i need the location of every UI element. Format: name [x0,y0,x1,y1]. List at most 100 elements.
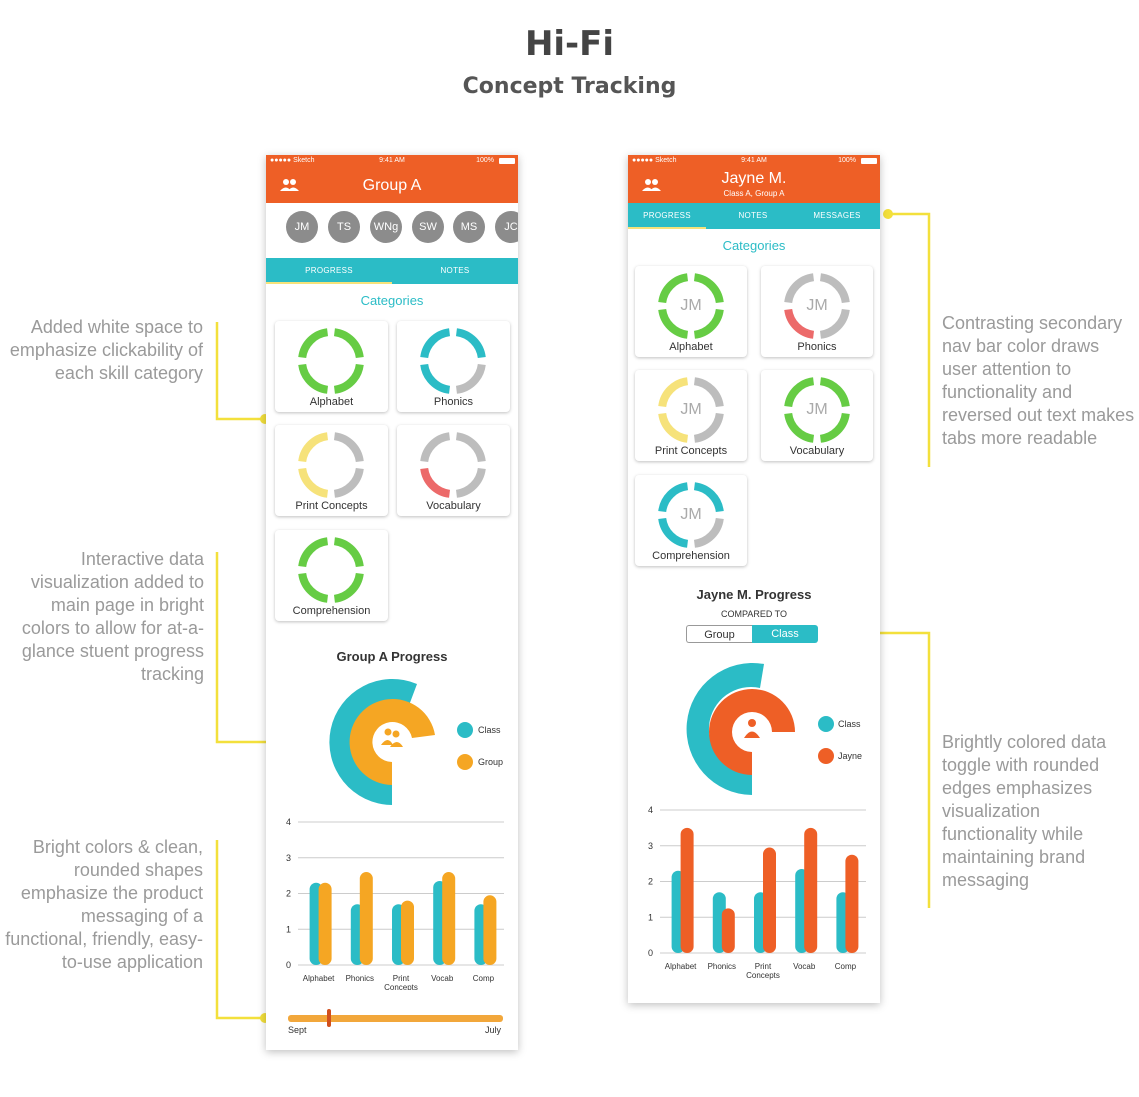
ring-segment [298,537,329,568]
avatar[interactable]: JM [286,211,318,243]
phone-student-view: ●●●●● Sketch 9:41 AM 100% Jayne M. Class… [628,155,880,1003]
header-title: Jayne M. [721,170,787,187]
ring-segment [298,572,329,603]
x-tick-label: Print [755,962,772,971]
ring-segment [658,412,689,443]
radial-arc-student [709,689,795,775]
category-card-print-concepts[interactable]: Print Concepts [275,425,388,516]
avatar[interactable]: SW [412,211,444,243]
slider-start-label: Sept [288,1025,307,1035]
battery-icon [861,158,877,164]
progress-ring [298,537,364,603]
ring-segment [658,482,689,513]
ring-segment [455,363,486,394]
x-tick-label: Alphabet [665,962,697,971]
ring-segment [455,328,486,359]
progress-title: Group A Progress [336,649,448,664]
annotation-bright-colors: Bright colors & clean, rounded shapes em… [5,837,203,972]
radial-arc-group [349,699,435,785]
avatar[interactable]: WNg [370,211,402,243]
category-card-phonics[interactable]: JM Phonics [761,266,873,357]
category-card-vocabulary[interactable]: JM Vocabulary [761,370,873,461]
category-card-alphabet[interactable]: JM Alphabet [635,266,747,357]
tab-progress[interactable]: PROGRESS [628,203,706,229]
status-bar: ●●●●● Sketch 9:41 AM 100% [628,155,880,169]
category-card-comprehension[interactable]: Comprehension [275,530,388,621]
radial-progress-chart[interactable] [686,660,816,800]
ring-segment [693,377,724,408]
legend-dot-group [457,754,473,770]
group-icon[interactable] [280,178,300,192]
radial-arc-class [329,679,417,805]
ring-segment [298,328,329,359]
ring-segment [333,328,364,359]
secondary-nav: PROGRESS NOTES [266,258,518,284]
ring-segment [298,467,329,498]
ring-segment [298,363,329,394]
ring-segment [420,363,451,394]
x-tick-label: Concepts [746,971,780,980]
bar-jayne [680,827,694,953]
carrier-label: ●●●●● Sketch [632,157,677,164]
avatar[interactable]: MS [453,211,485,243]
ring-segment [784,308,815,339]
bar-group [401,900,414,965]
tab-notes[interactable]: NOTES [440,266,470,275]
timeline-slider[interactable] [288,1015,503,1022]
ring-segment [333,572,364,603]
category-card-vocabulary[interactable]: Vocabulary [397,425,510,516]
ring-segment [693,308,724,339]
ring-segment [420,467,451,498]
annotation-whitespace: Added white space to emphasize clickabil… [9,317,203,383]
y-tick-label: 3 [286,853,291,863]
category-label: Phonics [433,396,474,408]
slider-handle[interactable] [326,1009,331,1027]
student-initials: JM [806,297,828,314]
ring-segment [784,412,815,443]
toggle-group[interactable]: Group [686,625,752,643]
annotation-data-toggle: Brightly colored data toggle with rounde… [942,732,1107,890]
category-card-phonics[interactable]: Phonics [397,321,510,412]
category-card-alphabet[interactable]: Alphabet [275,321,388,412]
ring-segment [784,377,815,408]
category-card-comprehension[interactable]: JM Comprehension [635,475,747,566]
header-subtitle: Class A, Group A [723,189,785,198]
x-tick-label: Comp [835,962,857,971]
category-label: Comprehension [292,605,371,617]
tab-messages[interactable]: MESSAGES [813,211,861,220]
tab-progress[interactable]: PROGRESS [266,258,392,284]
ring-segment [819,273,850,304]
x-tick-label: Concepts [384,983,418,990]
progress-ring [298,432,364,498]
ring-segment [333,467,364,498]
tab-notes[interactable]: NOTES [738,211,768,220]
toggle-class[interactable]: Class [752,625,818,643]
ring-segment [693,517,724,548]
category-card-print-concepts[interactable]: JM Print Concepts [635,370,747,461]
app-header: ●●●●● Sketch 9:41 AM 100% Group A [266,155,518,203]
group-icon [381,728,403,747]
page-subtitle: Concept Tracking [462,74,677,99]
progress-ring [784,273,850,339]
status-time: 9:41 AM [379,157,405,164]
progress-title: Jayne M. Progress [696,587,812,602]
radial-progress-chart[interactable] [326,675,456,810]
ring-segment [819,377,850,408]
ring-segment [333,363,364,394]
bar-jayne [804,827,818,953]
legend-dot-student [818,748,834,764]
group-icon[interactable] [642,178,662,192]
category-label: Alphabet [309,396,354,408]
status-time: 9:41 AM [741,157,767,164]
progress-ring [784,377,850,443]
student-initials: JM [680,297,702,314]
legend-label: Group [478,757,504,767]
bar-jayne [721,908,735,953]
avatar[interactable]: JC [495,211,518,243]
ring-segment [819,412,850,443]
student-initials: JM [680,401,702,418]
avatar[interactable]: TS [328,211,360,243]
y-tick-label: 2 [286,889,291,899]
